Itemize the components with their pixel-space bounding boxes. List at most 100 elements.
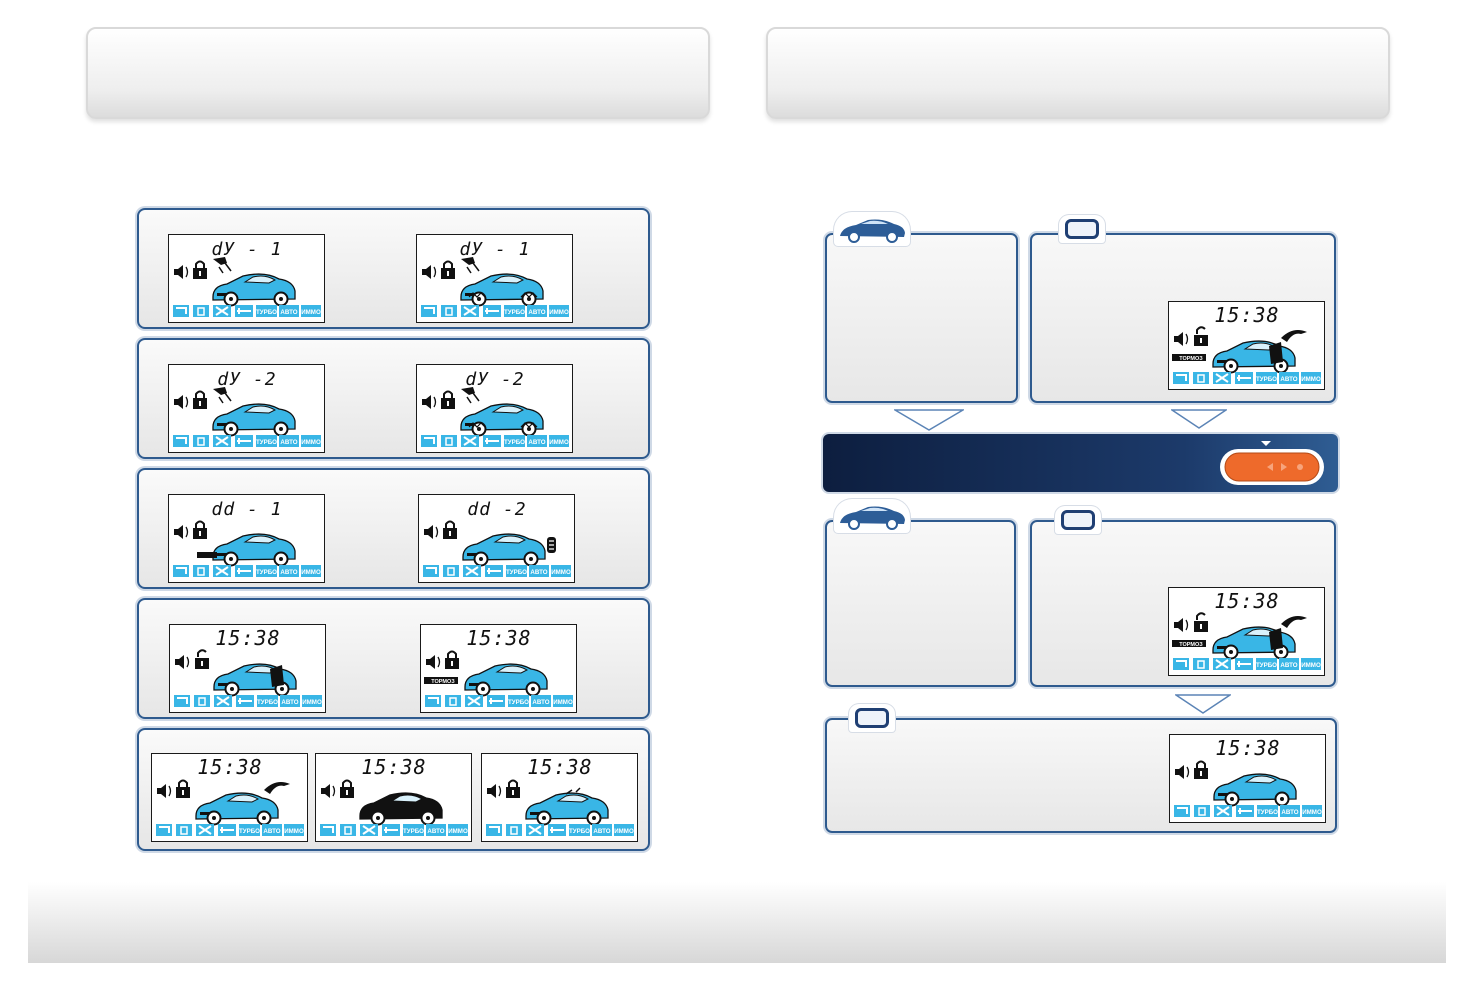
lcd-label-text: АВТО	[528, 439, 545, 446]
lcd-label-text: ТУРБО	[508, 699, 529, 706]
lcd-label-text: ТУРБО	[403, 828, 424, 835]
key-icon	[441, 435, 457, 447]
car-status-box-top	[825, 233, 1018, 403]
car-icon	[359, 792, 443, 826]
wrench-icon	[487, 695, 505, 707]
pistol-icon	[421, 305, 437, 317]
lcd-label-3: ИММО	[284, 824, 304, 836]
lock-icon	[193, 520, 207, 539]
cross-icon	[196, 824, 214, 836]
lcd-digits: 15:38	[466, 626, 531, 650]
lcd-label-2: АВТО	[1280, 805, 1300, 817]
key-icon	[193, 565, 209, 577]
lcd-label-2: АВТО	[280, 695, 300, 707]
lcd-label-text: ИММО	[301, 569, 321, 576]
footer-band	[28, 882, 1446, 963]
lcd-label-1: ТУРБО	[508, 695, 529, 707]
open-door-icon	[1269, 628, 1283, 650]
fob-button-icon	[1220, 441, 1324, 485]
pistol-icon	[156, 824, 172, 836]
pistol-icon	[1174, 805, 1190, 817]
down-arrow-icon	[1175, 694, 1231, 714]
lcd-label-3: ИММО	[301, 565, 321, 577]
brake-label: ТОРМОЗ	[1179, 642, 1203, 648]
lcd-label-text: ТУРБО	[256, 309, 277, 316]
pistol-icon	[1173, 658, 1189, 670]
lock-icon	[441, 390, 455, 409]
lcd-label-text: АВТО	[1280, 376, 1297, 383]
siren-icon	[175, 655, 190, 669]
lcd-label-text: ИММО	[553, 699, 573, 706]
lcd-label-1: ТУРБО	[569, 824, 590, 836]
pistol-icon	[173, 305, 189, 317]
pistol-icon	[425, 695, 441, 707]
siren-icon	[157, 784, 172, 798]
siren-icon	[1174, 332, 1189, 346]
lcd-label-text: АВТО	[593, 828, 610, 835]
lcd-label-text: ИММО	[301, 309, 321, 316]
lock-icon	[340, 779, 354, 798]
open-trunk-icon	[264, 782, 290, 794]
lcd-label-2: АВТО	[527, 305, 547, 317]
car-icon	[525, 792, 609, 826]
lcd-label-text: АВТО	[280, 309, 297, 316]
lcd-label-1: ТУРБО	[504, 435, 525, 447]
lcd-digits: 15:38	[215, 626, 280, 650]
lcd-label-text: АВТО	[1280, 662, 1297, 669]
lcd-label-text: ТУРБО	[256, 569, 277, 576]
lcd-label-2: АВТО	[279, 435, 299, 447]
cross-icon	[213, 305, 231, 317]
lcd-digits: dУ -2	[465, 369, 524, 390]
cross-icon	[463, 565, 481, 577]
indicator-bar	[197, 552, 217, 558]
lcd-label-1: ТУРБО	[506, 565, 527, 577]
header-box-left	[86, 27, 710, 119]
lcd-label-text: ТУРБО	[256, 439, 277, 446]
lcd-label-1: ТУРБО	[256, 565, 277, 577]
car-icon	[464, 663, 548, 697]
lcd-label-1: ТУРБО	[1256, 658, 1277, 670]
key-icon	[194, 695, 210, 707]
car-icon	[212, 273, 296, 307]
siren-icon	[174, 265, 189, 279]
lock-icon	[443, 520, 457, 539]
siren-icon	[174, 395, 189, 409]
action-bar	[823, 434, 1338, 492]
lcd-label-text: АВТО	[280, 439, 297, 446]
car-icon	[840, 506, 905, 530]
key-icon	[1194, 805, 1210, 817]
lcd-label-text: ИММО	[301, 439, 321, 446]
lcd-label-3: ИММО	[551, 565, 571, 577]
lcd-label-2: АВТО	[1279, 372, 1299, 384]
open-door-icon	[1269, 342, 1283, 364]
wrench-icon	[235, 305, 253, 317]
key-icon	[1193, 658, 1209, 670]
car-icon	[840, 219, 905, 243]
lcd-label-text: ИММО	[614, 828, 634, 835]
sensor-icon	[547, 537, 556, 553]
cross-icon	[1213, 372, 1231, 384]
lcd-label-3: ИММО	[553, 695, 573, 707]
lcd-label-1: ТУРБО	[504, 305, 525, 317]
lock-icon	[445, 650, 459, 669]
wrench-icon	[218, 824, 236, 836]
lcd-label-text: ИММО	[302, 699, 322, 706]
lcd-label-3: ИММО	[614, 824, 634, 836]
lcd-label-text: ИММО	[549, 439, 569, 446]
key-icon	[193, 305, 209, 317]
siren-icon	[1174, 618, 1189, 632]
warning-icon	[213, 387, 232, 404]
